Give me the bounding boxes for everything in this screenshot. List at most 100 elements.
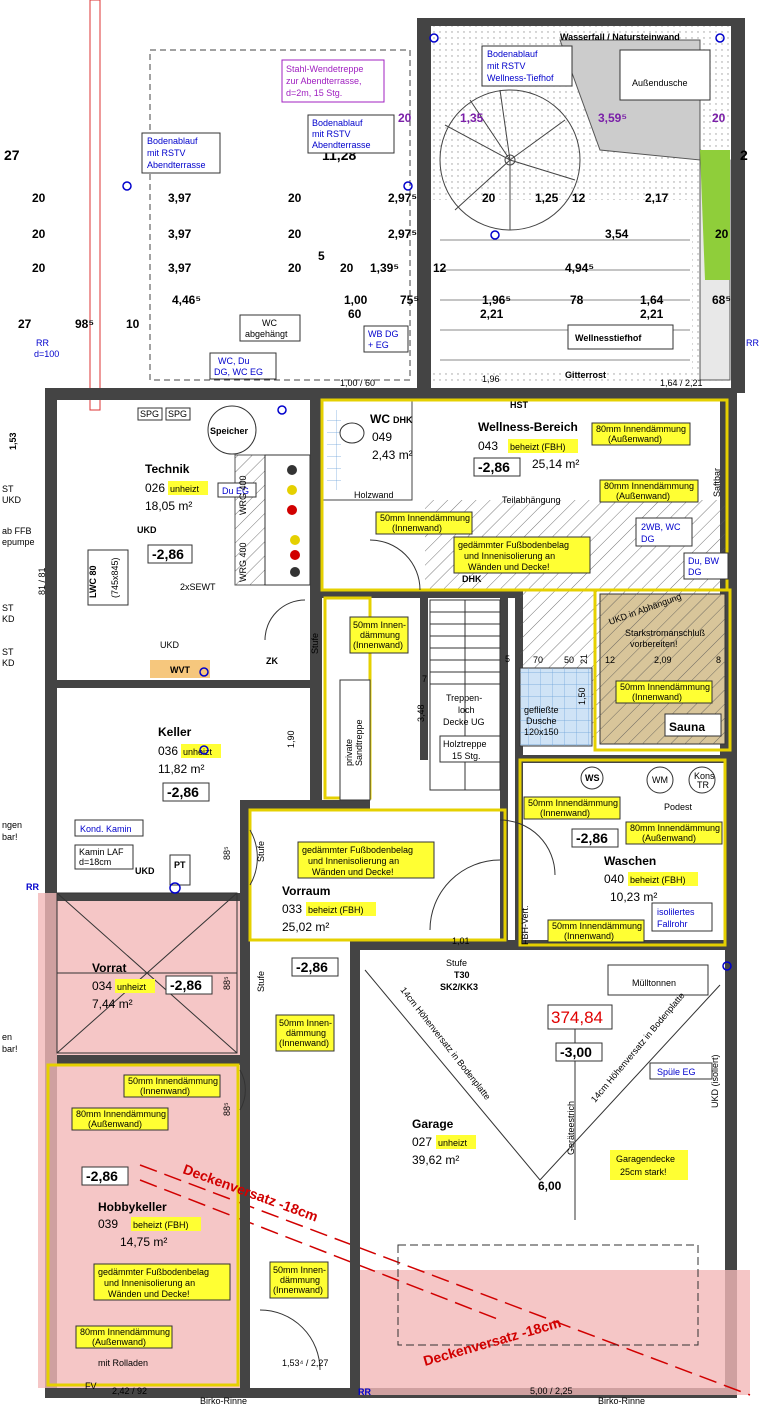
dim-348: 3,48 — [416, 704, 426, 722]
bodenablauf-mid-1: Bodenablauf — [312, 118, 363, 128]
room-status: unheizt — [183, 747, 213, 757]
i50-b-1: 50mm Innendämmung — [620, 682, 710, 692]
dusche-2: Dusche — [526, 716, 557, 726]
room-number: 049 — [372, 430, 392, 444]
birko-2: Birko-Rinne — [598, 1396, 645, 1406]
wc-du-1: WC, Du — [218, 356, 250, 366]
wb-wc-dg-1: 2WB, WC — [641, 522, 681, 532]
dim-209: 2,09 — [654, 655, 672, 665]
r3-d2: 3,97 — [168, 261, 192, 275]
teilabhaengung-label: Teilabhängung — [502, 495, 561, 505]
room-area: 14,75 m² — [120, 1235, 167, 1249]
r5-d2: 98⁵ — [75, 317, 94, 331]
dim-164-21: 1,64 / 2,21 — [660, 378, 703, 388]
room-name: Hobbykeller — [98, 1200, 167, 1214]
sauna-label: Sauna — [669, 720, 705, 734]
geraeterstrich-label: Geräteestrich — [566, 1101, 576, 1155]
r5-d1: 27 — [18, 317, 32, 331]
garage-door-outline — [397, 1244, 699, 1346]
wb-wc-dg-2: DG — [641, 534, 655, 544]
ukd-abh-label: UKD in Abhängung — [607, 591, 682, 627]
starkstrom-2: vorbereiten! — [630, 639, 678, 649]
r2-d3: 20 — [288, 227, 302, 241]
r4-d2: 1,00 — [344, 293, 368, 307]
i50s-c-1: 50mm Innen- — [273, 1265, 326, 1275]
room-name: Garage — [412, 1117, 454, 1131]
left-partial-2: UKD — [2, 495, 22, 505]
wb-dg-2: + EG — [368, 340, 389, 350]
i50s-a-1: 50mm Innen- — [353, 620, 406, 630]
r1-d6: 1,25 — [535, 191, 559, 205]
du-bw-dg-1: Du, BW — [688, 556, 720, 566]
r5-d4: 60 — [348, 307, 362, 321]
band-dim-2: 1,35 — [460, 111, 484, 125]
dim-70: 70 — [533, 655, 543, 665]
wm-label: WM — [652, 775, 668, 785]
dim-150: 1,50 — [577, 687, 587, 705]
stahl-1: Stahl-Wendetreppe — [286, 64, 363, 74]
dim-153-227: 1,53⁴ / 2,27 — [282, 1358, 328, 1368]
r2-d1: 20 — [32, 227, 46, 241]
r5-d6: 2,21 — [640, 307, 664, 321]
i50-e-1: 50mm Innendämmung — [128, 1076, 218, 1086]
ged-a-1: gedämmter Fußbodenbelag — [458, 540, 569, 550]
bodenablauf-left-2: mit RSTV — [147, 148, 186, 158]
i50s-c-2: dämmung — [280, 1275, 320, 1285]
stufe-2: Stufe — [256, 841, 266, 862]
band-dim-4: 20 — [712, 111, 726, 125]
left-partial-11: en — [2, 1032, 12, 1042]
wrg-1: WRG 400 — [238, 475, 248, 515]
room-hobbykeller: -2,86 Hobbykeller 039 beheizt (FBH) 14,7… — [81, 1166, 201, 1249]
isoliert-1: isolilertes — [657, 907, 695, 917]
isoliert-2: Fallrohr — [657, 919, 688, 929]
bot-dim-1: 2,42 / 92 — [112, 1386, 147, 1396]
private-2: Sandtreppe — [354, 719, 364, 766]
courtyard-wall-top — [417, 18, 745, 26]
ged-b-3: Wänden und Decke! — [312, 867, 394, 877]
r4-d7: 68⁵ — [712, 293, 731, 307]
left-partial-9: ngen — [2, 820, 22, 830]
r3-d7: 12 — [433, 261, 447, 275]
wvt-label: WVT — [170, 665, 190, 675]
starkstrom-1: Starkstromanschluß — [625, 628, 706, 638]
holzwand-label: Holzwand — [354, 490, 394, 500]
i50s-b-3: (Innenwand) — [279, 1038, 329, 1048]
room-waschen: -2,86 Waschen 040 beheizt (FBH) 10,23 m² — [571, 828, 698, 904]
dim-190: 1,90 — [286, 730, 296, 748]
kamin-laf-1: Kamin LAF — [79, 847, 124, 857]
bodenablauf-right-2: mit RSTV — [487, 61, 526, 71]
room-number: 033 — [282, 902, 302, 916]
fbh-vert-label: FBH-Vert. — [520, 905, 530, 945]
room-number: 027 — [412, 1135, 432, 1149]
room-name: Vorraum — [282, 884, 330, 898]
wrg-2: WRG 400 — [238, 542, 248, 582]
lwc-2: (745x845) — [110, 557, 120, 598]
kamin-laf-2: d=18cm — [79, 857, 111, 867]
room-name: Wellness-Bereich — [478, 420, 578, 434]
room-area: 11,82 m² — [158, 762, 204, 776]
dim-50: 50 — [564, 655, 574, 665]
note-boxes: Bodenablauf mit RSTV Abendterrasse Boden… — [2, 32, 759, 1080]
room-area: 7,44 m² — [92, 997, 133, 1011]
hst-label: HST — [510, 400, 529, 410]
left-partial-8: KD — [2, 658, 15, 668]
room-area: 25,02 m² — [282, 920, 329, 934]
dimension-rows: 27 2 11,28 20 1,35 3,59⁵ 20 20 3,97 20 2… — [4, 111, 748, 331]
room-vorraum: Vorraum 033 beheizt (FBH) 25,02 m² -2,86 — [282, 884, 376, 977]
bodenablauf-right-3: Wellness-Tiefhof — [487, 73, 554, 83]
t30-2: T30 — [454, 970, 470, 980]
room-level: -2,86 — [86, 1168, 118, 1184]
left-big-number: 27 — [4, 147, 20, 163]
r5-d5: 2,21 — [480, 307, 504, 321]
i50s-c-3: (Innenwand) — [273, 1285, 323, 1295]
left-partial-7: ST — [2, 647, 14, 657]
i50-c-1: 50mm Innendämmung — [528, 798, 618, 808]
ws-label: WS — [585, 773, 600, 783]
room-area: 10,23 m² — [610, 890, 657, 904]
mit-rolladen-label: mit Rolladen — [98, 1358, 148, 1368]
wb-dg-1: WB DG — [368, 329, 399, 339]
r5-d3: 10 — [126, 317, 140, 331]
wellnesstiefhof-label: Wellnesstiefhof — [575, 333, 642, 343]
room-name: Keller — [158, 725, 192, 739]
